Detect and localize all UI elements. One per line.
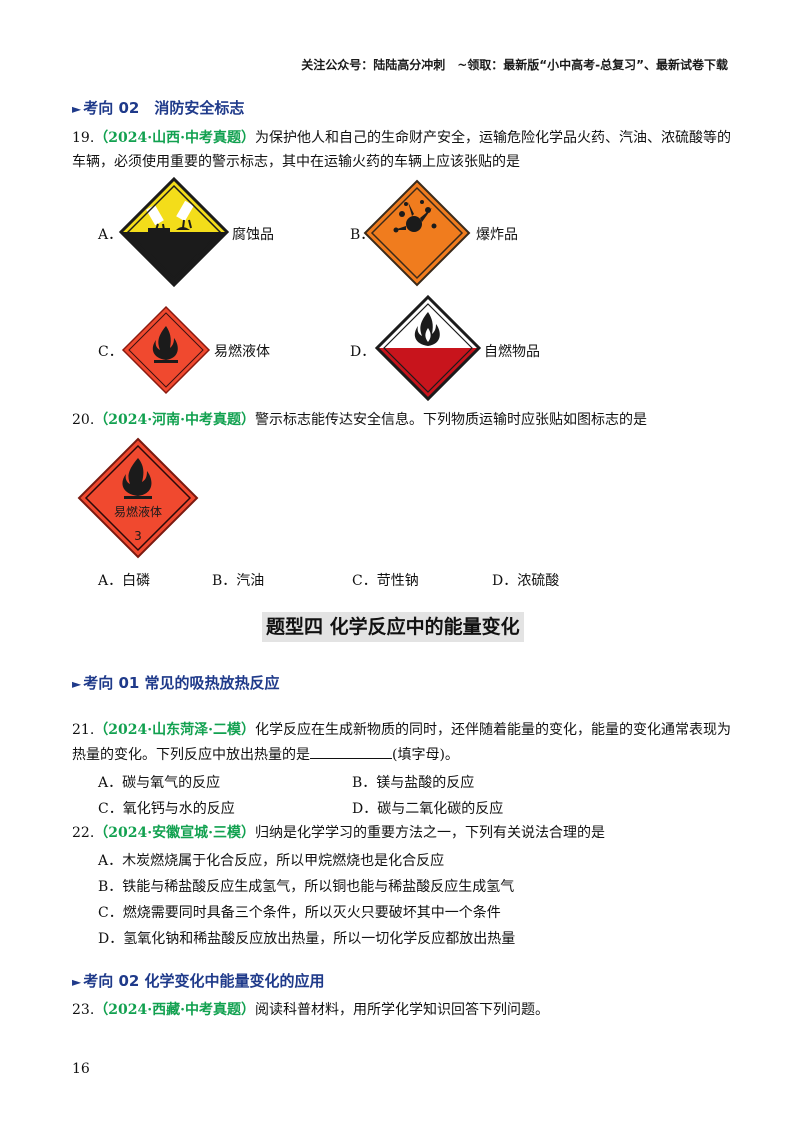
q22-option-d: D．氢氧化钠和稀盐酸反应放出热量，所以一切化学反应都放出热量 [98,928,515,948]
question-number: 23. [72,1002,95,1018]
q20-option-b: B．汽油 [212,570,264,590]
question-text: 归纳是化学学习的重要方法之一，下列有关说法合理的是 [254,825,605,841]
question-text: 为保护他人和自己的生命财产安全，运输危险化学品火药、汽油、浓硫酸等的 [254,130,731,146]
option-label: 氧化钙与水的反应 [122,801,235,817]
section-heading-endo-exothermic: ►考向 01 常见的吸热放热反应 [72,672,280,693]
question-number: 22. [72,825,95,841]
option-label: 浓硫酸 [517,573,560,589]
triangle-marker: ► [72,102,82,116]
option-label: 镁与盐酸的反应 [376,775,475,791]
header-note: 关注公众号：陆陆高分冲刺 ~领取：最新版“小中高考-总复习”、最新试卷下载 [301,58,728,72]
option-a-letter: A． [98,227,123,243]
question-19-line1: 19.（2024·山西·中考真题）为保护他人和自己的生命财产安全，运输危险化学品… [72,128,731,148]
q22-option-c: C．燃烧需要同时具备三个条件，所以灭火只要破坏其中一个条件 [98,902,501,922]
q20-option-d: D．浓硫酸 [492,570,559,590]
question-number: 19. [72,130,95,146]
answer-blank[interactable] [310,744,392,759]
section-label: 考向 02 消防安全标志 [83,99,245,117]
option-letter: A． [98,853,123,869]
triangle-marker: ► [72,975,82,989]
option-label: 苛性钠 [376,573,419,589]
question-text: 阅读科普材料，用所学化学知识回答下列问题。 [254,1002,549,1018]
question-21-line2: 热量的变化。下列反应中放出热量的是 (填字母)。 [72,744,459,765]
section-heading-energy-application: ►考向 02 化学变化中能量变化的应用 [72,970,325,991]
option-label: 木炭燃烧属于化合反应，所以甲烷燃烧也是化合反应 [122,853,445,869]
q21-option-d: D．碳与二氧化碳的反应 [352,798,503,818]
corrosive-sign-icon[interactable] [118,176,230,288]
flammable-liquid-class-3-sign-icon: 易燃液体 3 [77,437,199,559]
section-heading-fire-safety: ►考向 02 消防安全标志 [72,97,244,118]
option-letter: B． [212,573,237,589]
question-19-line2: 车辆，必须使用重要的警示标志，其中在运输火药的车辆上应该张贴的是 [72,154,520,170]
option-letter: B． [98,879,123,895]
spontaneous-combustion-sign-icon[interactable] [374,294,482,402]
flammable-liquid-sign-icon[interactable] [120,304,212,396]
section-label: 考向 01 常见的吸热放热反应 [83,674,280,692]
option-c-letter: C． [98,344,123,360]
option-d-label: 自燃物品 [484,344,540,360]
question-23-line1: 23.（2024·西藏·中考真题）阅读科普材料，用所学化学知识回答下列问题。 [72,1000,549,1020]
option-letter: B． [352,775,377,791]
option-b-label: 爆炸品 [476,227,518,243]
q20-option-a: A．白磷 [98,570,150,590]
question-source: （2024·山东菏泽·二模） [94,722,255,738]
option-c-label: 易燃液体 [214,344,270,360]
q22-option-b: B．铁能与稀盐酸反应生成氢气，所以铜也能与稀盐酸反应生成氢气 [98,876,514,896]
question-source: （2024·河南·中考真题） [94,412,255,428]
page-number: 16 [72,1061,90,1077]
q22-option-a: A．木炭燃烧属于化合反应，所以甲烷燃烧也是化合反应 [98,850,444,870]
option-letter: D． [492,573,518,589]
option-label: 碳与氧气的反应 [122,775,221,791]
option-d-letter: D． [350,344,376,360]
option-letter: C． [352,573,377,589]
question-text: (填字母)。 [392,747,459,763]
option-label: 燃烧需要同时具备三个条件，所以灭火只要破坏其中一个条件 [122,905,501,921]
question-text: 化学反应在生成新物质的同时，还伴随着能量的变化，能量的变化通常表现为 [254,722,731,738]
option-label: 碳与二氧化碳的反应 [377,801,504,817]
option-label: 铁能与稀盐酸反应生成氢气，所以铜也能与稀盐酸反应生成氢气 [122,879,515,895]
question-number: 21. [72,722,95,738]
question-number: 20. [72,412,95,428]
question-type-title: 题型四 化学反应中的能量变化 [262,612,524,642]
section-label: 考向 02 化学变化中能量变化的应用 [83,972,325,990]
option-letter: D． [352,801,378,817]
q21-option-c: C．氧化钙与水的反应 [98,798,235,818]
triangle-marker: ► [72,677,82,691]
option-letter: C． [98,801,123,817]
question-source: （2024·安徽宣城·三模） [94,825,255,841]
q20-option-c: C．苛性钠 [352,570,419,590]
option-letter: A． [98,775,123,791]
question-source: （2024·山西·中考真题） [94,130,255,146]
question-text: 热量的变化。下列反应中放出热量的是 [72,747,310,763]
option-label: 白磷 [122,573,151,589]
explosive-sign-icon[interactable] [362,178,472,288]
sign-text: 易燃液体 [114,504,162,519]
question-20-line1: 20.（2024·河南·中考真题）警示标志能传达安全信息。下列物质运输时应张贴如… [72,410,647,430]
question-source: （2024·西藏·中考真题） [94,1002,255,1018]
option-label: 氢氧化钠和稀盐酸反应放出热量，所以一切化学反应都放出热量 [123,931,516,947]
option-letter: D． [98,931,124,947]
option-label: 汽油 [236,573,265,589]
option-letter: A． [98,573,123,589]
option-a-label: 腐蚀品 [232,227,274,243]
option-letter: C． [98,905,123,921]
q21-option-a: A．碳与氧气的反应 [98,772,220,792]
q21-option-b: B．镁与盐酸的反应 [352,772,474,792]
question-22-line1: 22.（2024·安徽宣城·三模）归纳是化学学习的重要方法之一，下列有关说法合理… [72,823,605,843]
question-21-line1: 21.（2024·山东菏泽·二模）化学反应在生成新物质的同时，还伴随着能量的变化… [72,720,731,740]
question-text: 警示标志能传达安全信息。下列物质运输时应张贴如图标志的是 [254,412,647,428]
sign-number: 3 [134,529,142,543]
